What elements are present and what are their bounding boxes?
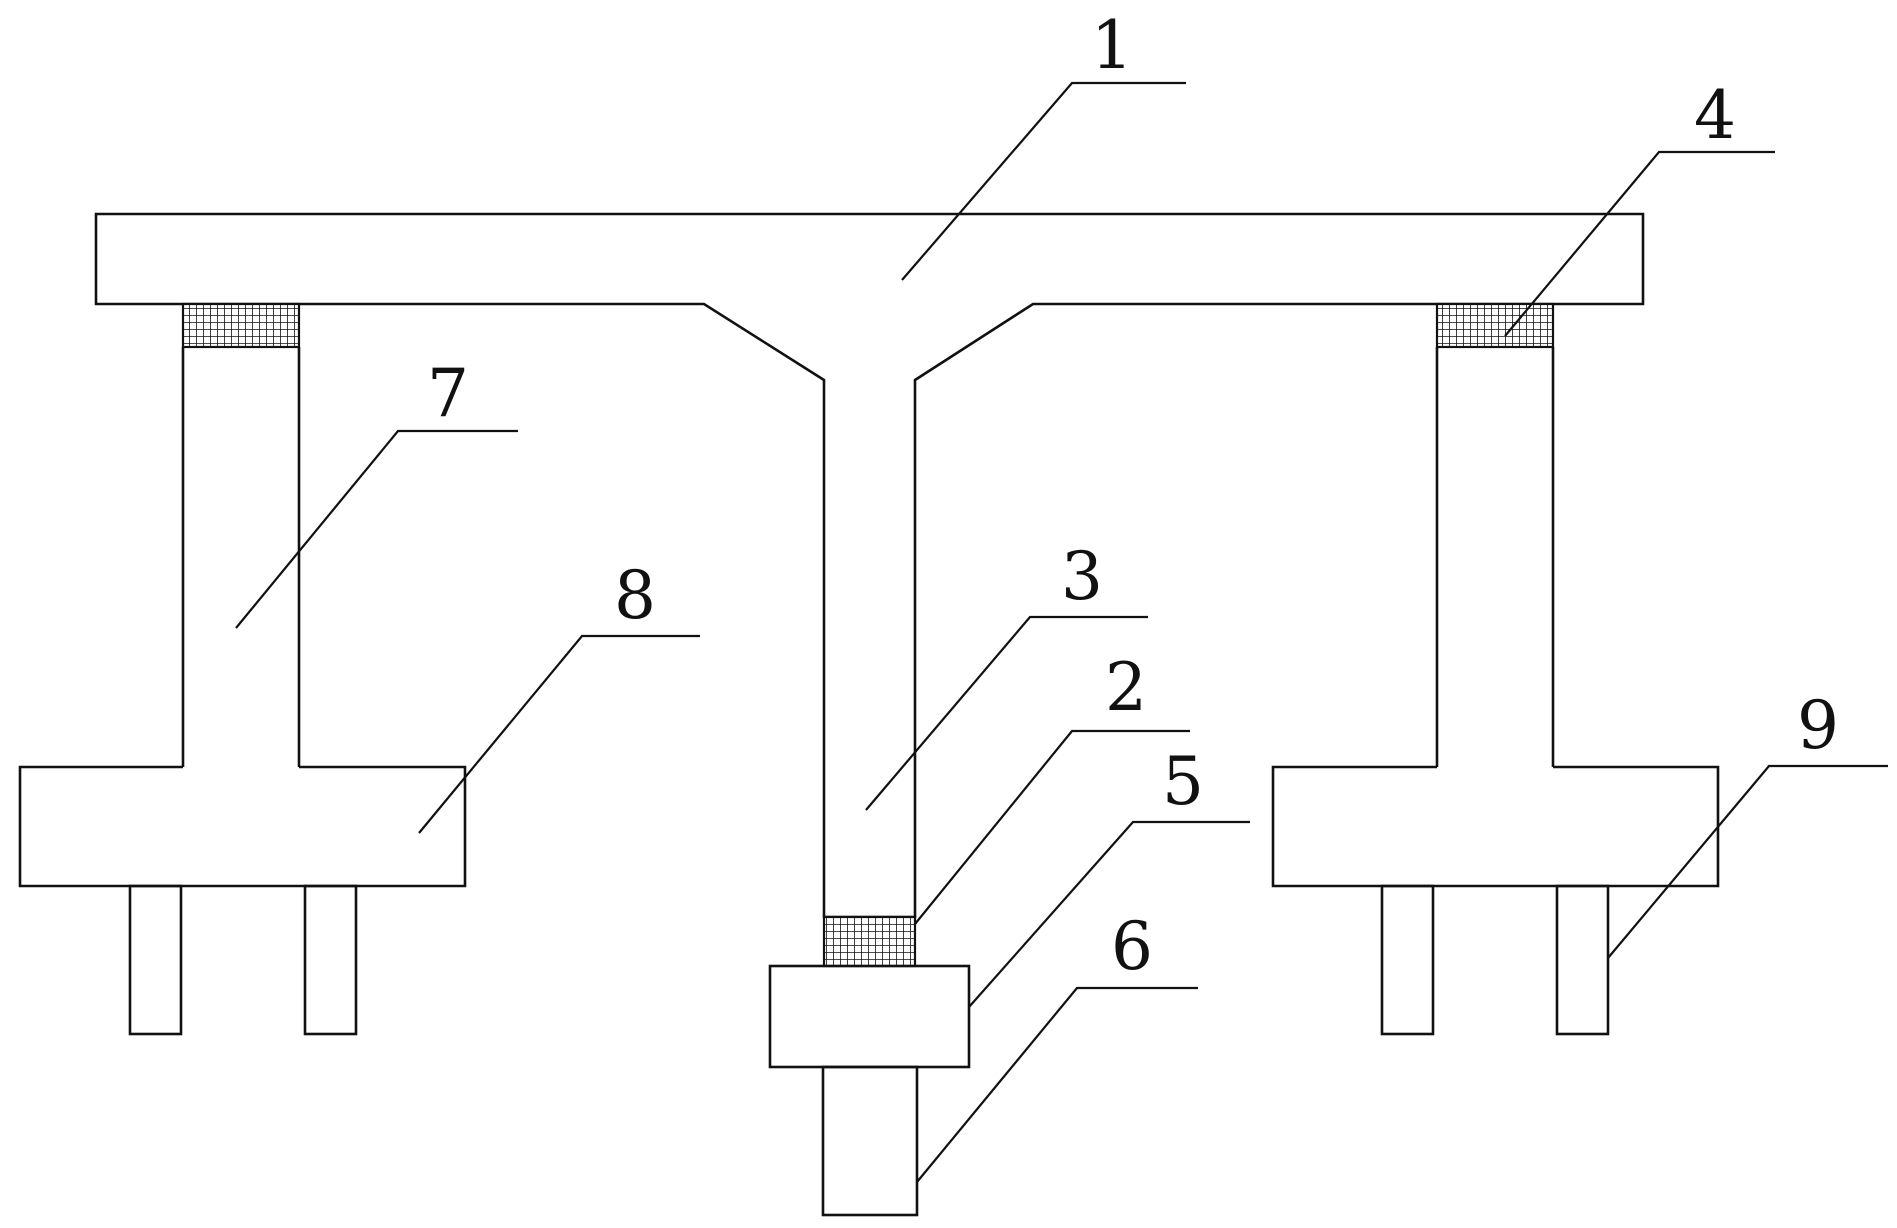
- leader-line-2: [914, 729, 1190, 925]
- left-pier-column: [181, 347, 301, 767]
- callout-label-9: 9: [1797, 687, 1839, 764]
- leader-line-6: [916, 986, 1198, 1183]
- leader-line-5: [968, 820, 1250, 1008]
- leader-line-4: [1504, 150, 1775, 337]
- leader-line-9: [1607, 764, 1888, 959]
- right-pile-1: [1380, 884, 1435, 1036]
- right-bearing-pad: [1435, 302, 1555, 349]
- callout-label-3: 3: [1061, 538, 1103, 615]
- callout-label-6: 6: [1111, 908, 1153, 985]
- center-pile: [821, 1065, 919, 1217]
- callout-label-4: 4: [1694, 77, 1736, 154]
- leader-line-3: [865, 615, 1148, 811]
- leader-line-1: [901, 81, 1186, 281]
- callout-label-1: 1: [1091, 7, 1133, 84]
- right-pile-2: [1555, 884, 1610, 1036]
- leader-line-8: [418, 634, 700, 834]
- callout-label-7: 7: [427, 355, 469, 432]
- callout-label-2: 2: [1105, 649, 1147, 726]
- left-footing: [18, 765, 467, 888]
- callout-label-8: 8: [614, 557, 656, 634]
- center-cap-block: [768, 964, 971, 1069]
- left-pile-2: [303, 884, 358, 1036]
- left-pile-1: [128, 884, 183, 1036]
- left-bearing-pad: [181, 302, 301, 349]
- right-footing: [1271, 765, 1720, 888]
- center-bearing-pad: [822, 915, 917, 968]
- callout-label-5: 5: [1162, 743, 1204, 820]
- leader-line-7: [235, 429, 518, 629]
- main-girder-outline: [94, 212, 1645, 919]
- right-pier-column: [1435, 347, 1555, 767]
